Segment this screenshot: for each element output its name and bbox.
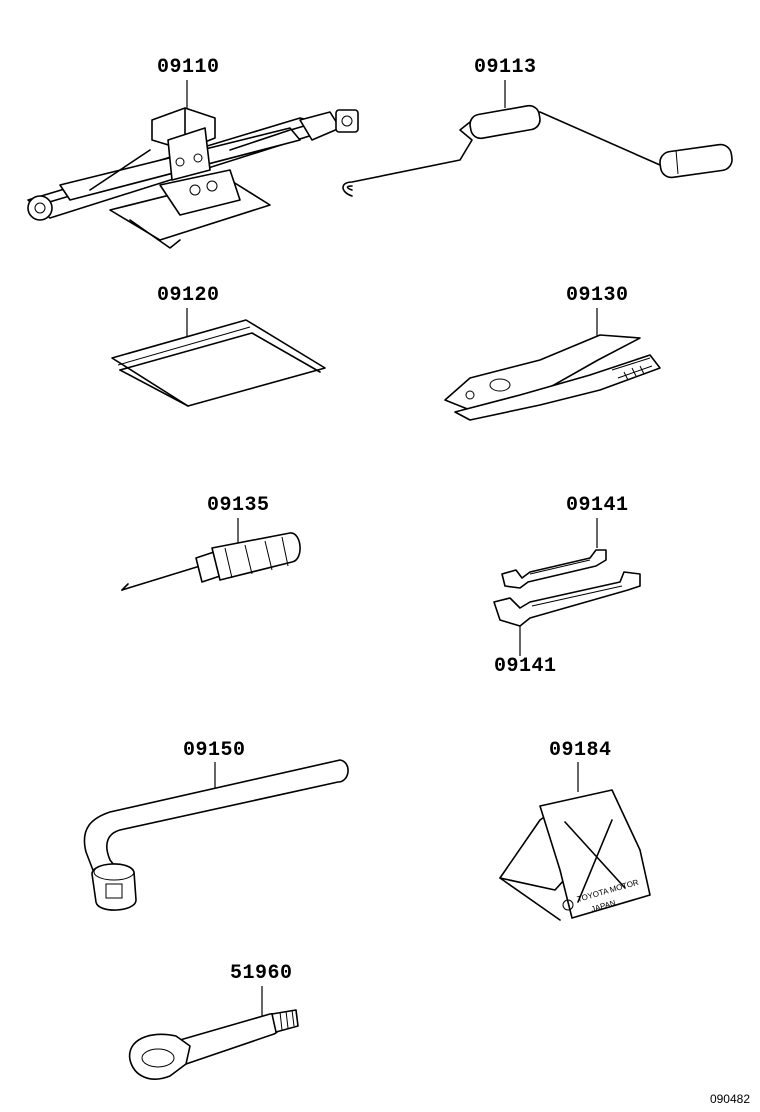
jack-icon	[27, 80, 359, 249]
part-number-09135[interactable]: 09135	[207, 494, 270, 517]
part-number-09130[interactable]: 09130	[566, 284, 629, 307]
part-number-51960[interactable]: 51960	[230, 962, 293, 985]
lug-wrench-icon	[83, 759, 349, 911]
part-number-09120[interactable]: 09120	[157, 284, 220, 307]
wheel-chock-icon: TOYOTA MOTOR JAPAN	[499, 762, 651, 921]
part-number-09113[interactable]: 09113	[474, 56, 537, 79]
diagram-id: 090482	[709, 1092, 750, 1106]
part-number-09141-upper[interactable]: 09141	[566, 494, 629, 517]
wrench-icon	[493, 571, 641, 656]
towing-eye-icon	[128, 986, 299, 1080]
part-number-09110[interactable]: 09110	[157, 56, 220, 79]
wrench-icon	[501, 518, 607, 589]
jack-handle-icon	[342, 80, 733, 197]
part-number-09150[interactable]: 09150	[183, 739, 246, 762]
pliers-icon	[444, 308, 661, 421]
part-number-09184[interactable]: 09184	[549, 739, 612, 762]
screwdriver-icon	[121, 518, 301, 591]
part-number-09141-lower[interactable]: 09141	[494, 655, 557, 678]
tool-bag-icon	[111, 308, 326, 407]
